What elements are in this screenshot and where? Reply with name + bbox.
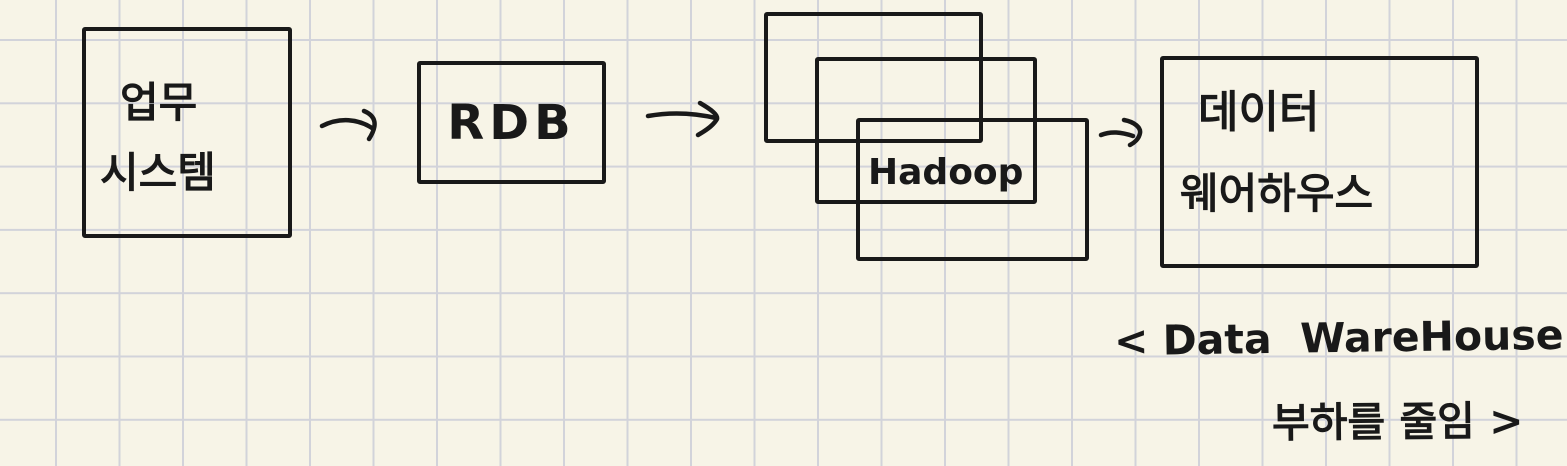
rdb-label: RDB (447, 94, 576, 151)
arrow-business-to-rdb-icon (319, 108, 377, 142)
hadoop-box-front: Hadoop (856, 118, 1089, 261)
node-rdb: RDB (417, 61, 606, 184)
hadoop-label: Hadoop (868, 152, 1024, 193)
arrow-hadoop-to-warehouse-icon (1098, 117, 1143, 148)
business-system-label-line2: 시스템 (100, 148, 216, 197)
caption-line1: < Data WareHouse (1113, 310, 1564, 366)
node-business-system: 업무 시스템 (82, 27, 292, 238)
hadoop-box-back (764, 12, 983, 143)
arrow-rdb-to-hadoop-icon (645, 100, 720, 138)
node-data-warehouse: 데이터 웨어하우스 (1160, 56, 1479, 268)
hadoop-box-middle (815, 57, 1037, 204)
warehouse-label-line2: 웨어하우스 (1180, 169, 1374, 218)
warehouse-label-line1: 데이터 (1198, 87, 1320, 138)
caption-line2: 부하를 줄임 > (1271, 396, 1524, 448)
business-system-label-line1: 업무 (120, 78, 198, 127)
